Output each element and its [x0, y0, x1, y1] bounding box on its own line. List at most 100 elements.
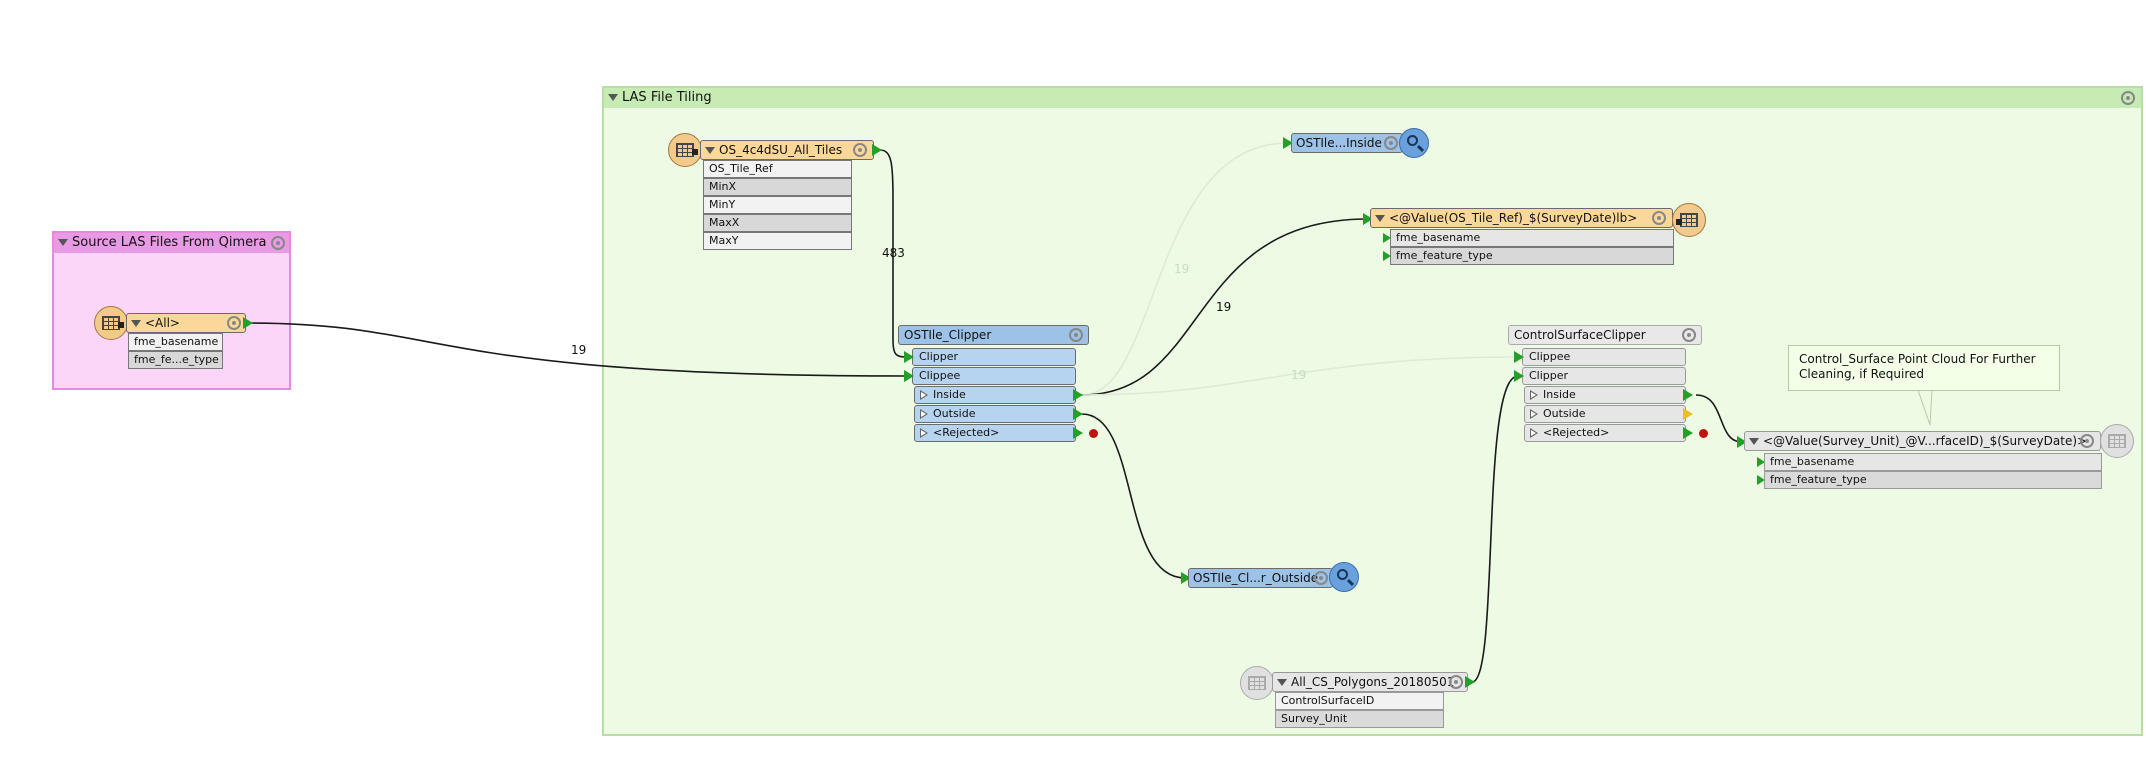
- expand-triangle-icon[interactable]: [920, 390, 928, 400]
- collapse-triangle-icon[interactable]: [1277, 679, 1287, 686]
- collapse-triangle-icon[interactable]: [1749, 438, 1759, 445]
- feature-type-header[interactable]: All_CS_Polygons_20180501: [1272, 672, 1468, 692]
- gear-icon[interactable]: [1384, 136, 1398, 150]
- table-icon: [102, 316, 124, 330]
- attribute-row: fme_basename: [1390, 229, 1674, 247]
- feature-count-label: 19: [571, 343, 587, 357]
- expand-triangle-icon[interactable]: [1530, 390, 1538, 400]
- collapse-triangle-icon[interactable]: [131, 320, 141, 327]
- feature-type-header[interactable]: <@Value(OS_Tile_Ref)_$(SurveyDate)lb>: [1370, 208, 1673, 228]
- expand-triangle-icon[interactable]: [920, 428, 928, 438]
- output-port-warning-icon[interactable]: [1683, 408, 1693, 420]
- rejected-port-icon[interactable]: [1089, 429, 1098, 438]
- attribute-row: fme_basename: [1764, 453, 2102, 471]
- collapse-triangle-icon[interactable]: [608, 94, 618, 101]
- collapse-triangle-icon[interactable]: [705, 147, 715, 154]
- input-port-icon[interactable]: [904, 351, 914, 363]
- bookmark-las-file-tiling[interactable]: LAS File Tiling: [602, 86, 2143, 736]
- collapse-triangle-icon[interactable]: [58, 239, 68, 246]
- output-port-icon[interactable]: [1073, 408, 1083, 420]
- magnifier-icon[interactable]: [1329, 562, 1359, 592]
- feature-type-header[interactable]: <@Value(Survey_Unit)_@V...rfaceID)_$(Sur…: [1744, 431, 2101, 451]
- reader-icon[interactable]: [94, 306, 128, 340]
- bookmark-header[interactable]: LAS File Tiling: [604, 88, 2141, 108]
- attribute-row: fme_feature_type: [1764, 471, 2102, 489]
- attribute-row: MinX: [703, 178, 852, 196]
- attribute-row: MinY: [703, 196, 852, 214]
- output-port-icon[interactable]: [1073, 427, 1083, 439]
- annotation-note[interactable]: Control_Surface Point Cloud For Further …: [1788, 345, 2060, 391]
- gear-icon[interactable]: [271, 236, 285, 250]
- feature-count-label: 19: [1216, 300, 1232, 314]
- feature-type-title: <All>: [145, 316, 180, 330]
- inspector-header[interactable]: OSTIle_Cl...r_Outside: [1188, 568, 1333, 588]
- input-port-icon[interactable]: [1181, 572, 1191, 584]
- output-port-icon[interactable]: [1683, 389, 1693, 401]
- annotation-text: Control_Surface Point Cloud For Further …: [1799, 352, 2036, 381]
- attribute-row: OS_Tile_Ref: [703, 160, 852, 178]
- gear-icon[interactable]: [2121, 91, 2135, 105]
- feature-type-title: <@Value(OS_Tile_Ref)_$(SurveyDate)lb>: [1389, 211, 1638, 225]
- reader-icon[interactable]: [668, 133, 702, 167]
- gear-icon[interactable]: [1449, 675, 1463, 689]
- feature-type-header[interactable]: OS_4c4dSU_All_Tiles: [700, 140, 874, 160]
- gear-icon[interactable]: [2080, 434, 2094, 448]
- table-icon: [676, 143, 698, 157]
- transformer-header[interactable]: ControlSurfaceClipper: [1508, 325, 1702, 345]
- input-port-icon[interactable]: [904, 370, 914, 382]
- attribute-port-icon[interactable]: [1383, 233, 1391, 243]
- table-icon: [1676, 213, 1698, 227]
- gear-icon[interactable]: [1069, 328, 1083, 342]
- output-port-rejected[interactable]: <Rejected>: [914, 424, 1076, 442]
- writer-icon[interactable]: [1672, 203, 1706, 237]
- gear-icon[interactable]: [1682, 328, 1696, 342]
- feature-type-title: All_CS_Polygons_20180501: [1291, 675, 1455, 689]
- gear-icon[interactable]: [1652, 211, 1666, 225]
- output-port-icon[interactable]: [1073, 389, 1083, 401]
- expand-triangle-icon[interactable]: [920, 409, 928, 419]
- collapse-triangle-icon[interactable]: [1375, 215, 1385, 222]
- expand-triangle-icon[interactable]: [1530, 409, 1538, 419]
- output-port-icon[interactable]: [872, 144, 882, 156]
- bookmark-title: Source LAS Files From Qimera: [72, 235, 267, 250]
- inspector-header[interactable]: OSTIle...Inside: [1291, 133, 1403, 153]
- feature-count-label: 483: [882, 246, 905, 260]
- input-port-clipper[interactable]: Clipper: [912, 348, 1076, 366]
- attribute-port-icon[interactable]: [1757, 475, 1765, 485]
- expand-triangle-icon[interactable]: [1530, 428, 1538, 438]
- feature-type-header[interactable]: <All>: [126, 313, 246, 333]
- bookmark-header[interactable]: Source LAS Files From Qimera: [54, 233, 289, 253]
- magnifier-icon[interactable]: [1399, 128, 1429, 158]
- attribute-port-icon[interactable]: [1383, 251, 1391, 261]
- attribute-port-icon[interactable]: [1757, 457, 1765, 467]
- input-port-clipper[interactable]: Clipper: [1522, 367, 1686, 385]
- input-port-icon[interactable]: [1514, 351, 1524, 363]
- output-port-outside[interactable]: Outside: [1524, 405, 1686, 423]
- output-port-rejected[interactable]: <Rejected>: [1524, 424, 1686, 442]
- input-port-clippee[interactable]: Clippee: [1522, 348, 1686, 366]
- output-port-outside[interactable]: Outside: [914, 405, 1076, 423]
- writer-icon[interactable]: [2100, 424, 2134, 458]
- inspector-title: OSTIle_Cl...r_Outside: [1193, 571, 1319, 585]
- output-port-icon[interactable]: [1683, 427, 1693, 439]
- feature-count-label: 19: [1174, 262, 1190, 276]
- inspector-title: OSTIle...Inside: [1296, 136, 1382, 150]
- output-port-icon[interactable]: [243, 317, 253, 329]
- attribute-row: MaxX: [703, 214, 852, 232]
- attribute-row: ControlSurfaceID: [1275, 692, 1444, 710]
- transformer-header[interactable]: OSTIle_Clipper: [898, 325, 1089, 345]
- table-icon: [1248, 676, 1266, 690]
- output-port-inside[interactable]: Inside: [1524, 386, 1686, 404]
- output-port-inside[interactable]: Inside: [914, 386, 1076, 404]
- input-port-icon[interactable]: [1514, 370, 1524, 382]
- input-port-clippee[interactable]: Clippee: [912, 367, 1076, 385]
- reader-icon[interactable]: [1240, 666, 1274, 700]
- attribute-row: fme_feature_type: [1390, 247, 1674, 265]
- gear-icon[interactable]: [853, 143, 867, 157]
- output-port-icon[interactable]: [1465, 676, 1475, 688]
- table-icon: [2108, 434, 2126, 448]
- gear-icon[interactable]: [227, 316, 241, 330]
- rejected-port-icon[interactable]: [1699, 429, 1708, 438]
- gear-icon[interactable]: [1314, 571, 1328, 585]
- bookmark-title: LAS File Tiling: [622, 90, 712, 105]
